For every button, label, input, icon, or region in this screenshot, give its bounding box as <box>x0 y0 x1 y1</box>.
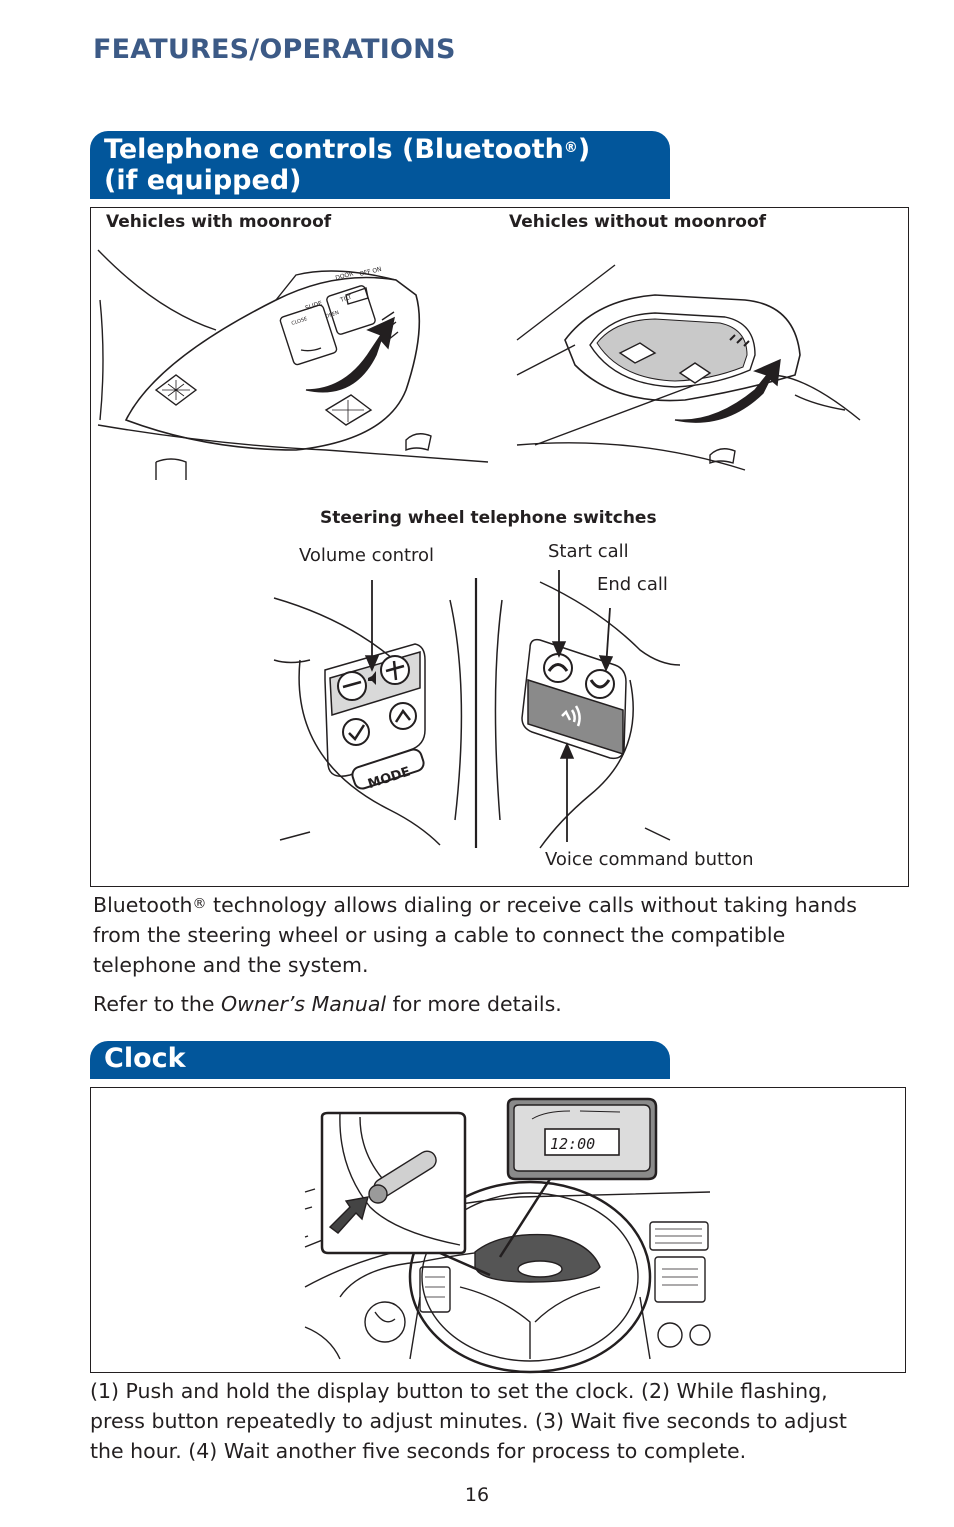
ref-owners-manual: Owner’s Manual <box>220 992 387 1016</box>
clock-section-banner: Clock <box>90 1041 670 1079</box>
switch-label-close: CLOSE <box>291 316 308 327</box>
clock-section-title: Clock <box>104 1043 186 1074</box>
callout-end-call: End call <box>597 574 668 595</box>
switch-label-off: OFF <box>359 268 373 278</box>
telephone-title-text: Telephone controls (Bluetooth <box>104 134 564 165</box>
telephone-section-title: Telephone controls (Bluetooth®) (if equi… <box>104 134 590 196</box>
switch-label-on: ON <box>372 266 383 275</box>
clock-desc-line2: press button repeatedly to adjust minute… <box>90 1409 847 1433</box>
registered-mark: ® <box>563 140 578 156</box>
non-moonroof-console-illustration <box>516 264 861 471</box>
desc-line2: from the steering wheel or using a cable… <box>93 923 786 947</box>
clock-description: (1) Push and hold the display button to … <box>90 1376 930 1466</box>
clock-display-time: 12:00 <box>550 1135 595 1153</box>
callout-voice-command: Voice command button <box>545 849 754 870</box>
page-number: 16 <box>464 1484 490 1506</box>
switch-label-tilt: TILT <box>339 294 353 305</box>
steering-switches-title: Steering wheel telephone switches <box>320 508 657 528</box>
desc-line3: telephone and the system. <box>93 953 369 977</box>
callout-volume-control: Volume control <box>299 545 435 566</box>
telephone-title-close: ) <box>577 134 591 165</box>
steering-wheel-switches-illustration: MODE <box>273 570 681 849</box>
switch-label-open: OPEN <box>325 310 340 320</box>
ref-prefix: Refer to the <box>93 992 221 1016</box>
clock-desc-line1: (1) Push and hold the display button to … <box>90 1379 828 1403</box>
clock-dashboard-illustration: 12:00 <box>304 1097 711 1374</box>
callout-start-call: Start call <box>548 541 629 562</box>
desc-bluetooth-word: Bluetooth <box>93 893 193 917</box>
label-with-moonroof: Vehicles with moonroof <box>106 212 332 232</box>
desc-registered-mark: ® <box>192 896 207 912</box>
telephone-figure-frame <box>90 207 909 887</box>
ref-suffix: for more details. <box>386 992 562 1016</box>
label-without-moonroof: Vehicles without moonroof <box>509 212 767 232</box>
section-header: FEATURES/OPERATIONS <box>93 34 456 65</box>
clock-figure-frame <box>90 1087 906 1373</box>
switch-label-slide: SLIDE <box>304 300 323 312</box>
desc-line1-rest: technology allows dialing or receive cal… <box>206 893 857 917</box>
moonroof-console-illustration: DOOR OFF ON SLIDE TILT CLOSE OPEN <box>97 249 489 480</box>
telephone-title-line2: (if equipped) <box>104 165 302 196</box>
bluetooth-description: Bluetooth® technology allows dialing or … <box>93 890 913 980</box>
clock-desc-line3: the hour. (4) Wait another five seconds … <box>90 1439 747 1463</box>
switch-label-door: DOOR <box>335 270 354 281</box>
telephone-section-banner: Telephone controls (Bluetooth®) (if equi… <box>90 131 670 199</box>
owners-manual-reference: Refer to the Owner’s Manual for more det… <box>93 989 562 1019</box>
